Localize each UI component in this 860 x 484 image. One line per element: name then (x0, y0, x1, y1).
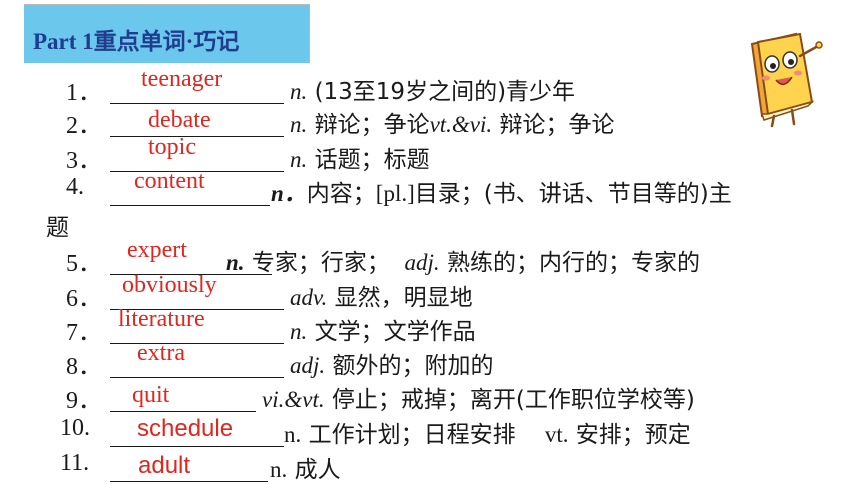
meaning: 辩论；争论 (314, 112, 430, 138)
answer-blank (110, 312, 284, 344)
answer-word: literature (118, 306, 205, 332)
part-of-speech: n. (290, 79, 308, 104)
vocab-item: 5． expert n. 专家；行家； adj. 熟练的；内行的；专家的 (0, 237, 860, 277)
section-header: Part 1重点单词·巧记 (24, 4, 310, 63)
item-number: 6． (66, 286, 102, 312)
item-number: 5． (66, 251, 102, 277)
definition: adj. 额外的；附加的 (290, 346, 493, 380)
answer-blank (110, 380, 256, 412)
answer-blank (110, 140, 284, 172)
part-of-speech-2: vt.&vi. (429, 112, 493, 137)
item-number: 11. (60, 450, 90, 476)
book-mascot-icon (750, 32, 823, 128)
answer-word: topic (148, 134, 196, 160)
item-number: 3． (66, 148, 102, 174)
answer-blank (110, 72, 284, 104)
part-of-speech: n. (290, 112, 308, 137)
meaning: 内容； (306, 181, 376, 207)
part-of-speech: adv. (290, 285, 328, 310)
answer-blank (110, 346, 284, 378)
part-of-speech: n． (271, 181, 307, 206)
answer-word: extra (137, 340, 185, 366)
meaning-2: 辩论；争论 (499, 112, 615, 138)
item-number: 8． (66, 354, 102, 380)
answer-blank (110, 105, 284, 137)
meaning-2: 熟练的；内行的；专家的 (446, 250, 700, 276)
meaning-cont: 目录；(书、讲话、节目等的)主 (414, 181, 732, 207)
vocab-item: 6． obviously adv. 显然，明显地 (0, 272, 860, 312)
part-of-speech: n. (270, 457, 288, 482)
definition: n. 专家；行家； adj. 熟练的；内行的；专家的 (226, 243, 700, 277)
answer-word: obviously (122, 272, 217, 298)
answer-blank (110, 450, 268, 482)
vocab-item: 4. content n．内容；[pl.]目录；(书、讲话、节目等的)主 (0, 168, 860, 208)
item-number: 1． (66, 80, 102, 106)
part-of-speech-2: vt. (544, 422, 569, 447)
part-of-speech: vi.&vt. (262, 387, 325, 412)
part-of-speech: adj. (290, 353, 326, 378)
item-number: 10. (60, 415, 90, 441)
vocab-item: 10. schedule n. 工作计划；日程安排 vt. 安排；预定 (0, 415, 860, 449)
part-of-speech: n. (284, 422, 302, 447)
answer-blank (110, 415, 284, 447)
part-of-speech: n. (290, 319, 308, 344)
definition: n. (13至19岁之间的)青少年 (290, 72, 575, 106)
vocab-item: 7． literature n. 文学；文学作品 (0, 306, 860, 346)
meaning: 额外的；附加的 (332, 353, 494, 379)
answer-word: schedule (137, 415, 234, 442)
meaning: 工作计划；日程安排 (308, 422, 516, 448)
vocab-item: 8． extra adj. 额外的；附加的 (0, 340, 860, 380)
definition: n. 文学；文学作品 (290, 312, 476, 346)
answer-word: teenager (141, 66, 223, 92)
meaning: 停止；戒掉；离开(工作职位学校等) (331, 387, 695, 413)
definition: n. 成人 (270, 450, 341, 484)
answer-blank (110, 174, 270, 206)
meaning-2: 安排；预定 (575, 422, 691, 448)
meaning: 文学；文学作品 (314, 319, 476, 345)
answer-blank (110, 243, 272, 275)
item-number: 9． (66, 388, 102, 414)
vocab-item: 1． teenager n. (13至19岁之间的)青少年 (0, 66, 860, 106)
definition: adv. 显然，明显地 (290, 278, 473, 312)
answer-word: adult (138, 452, 191, 479)
item-number: 2． (66, 113, 102, 139)
section-title: Part 1重点单词·巧记 (33, 29, 240, 54)
definition: vi.&vt. 停止；戒掉；离开(工作职位学校等) (262, 380, 695, 414)
definition: n．内容；[pl.]目录；(书、讲话、节目等的)主 (271, 174, 732, 208)
meaning: 话题；标题 (314, 147, 430, 173)
part-of-speech: n. (290, 147, 308, 172)
meaning: 专家；行家； (251, 250, 390, 276)
answer-word: debate (148, 107, 211, 133)
item-number: 7． (66, 320, 102, 346)
answer-word: expert (127, 237, 187, 263)
answer-word: content (134, 168, 205, 194)
answer-blank (110, 278, 284, 310)
definition: n. 工作计划；日程安排 vt. 安排；预定 (284, 415, 691, 449)
vocab-item: 9． quit vi.&vt. 停止；戒掉；离开(工作职位学校等) (0, 380, 860, 414)
part-of-speech-2: adj. (404, 250, 440, 275)
item-number: 4. (66, 174, 84, 200)
meaning: 显然，明显地 (334, 285, 473, 311)
definition: n. 辩论；争论vt.&vi. 辩论；争论 (290, 105, 614, 139)
meaning: (13至19岁之间的)青少年 (314, 79, 576, 105)
meaning: 成人 (294, 457, 341, 483)
definition: n. 话题；标题 (290, 140, 430, 174)
meaning-note: [pl.] (375, 181, 415, 206)
answer-word: quit (132, 382, 170, 408)
vocab-item: 3． topic n. 话题；标题 (0, 134, 860, 174)
vocab-item: 2． debate n. 辩论；争论vt.&vi. 辩论；争论 (0, 105, 860, 139)
part-of-speech: n. (226, 250, 245, 275)
vocab-item: 11. adult n. 成人 (0, 450, 860, 484)
definition-continuation: 题 (46, 215, 69, 241)
